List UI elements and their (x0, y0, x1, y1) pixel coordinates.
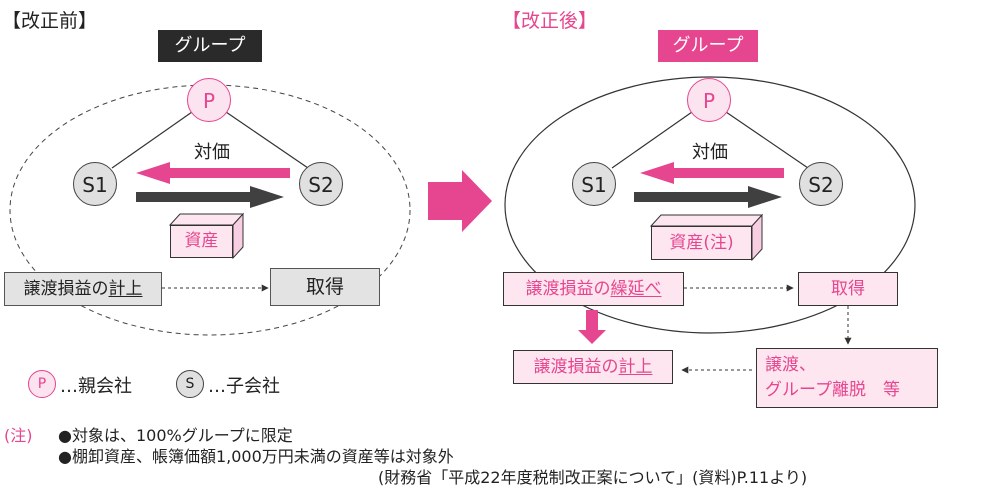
consideration-label-before: 対価 (194, 142, 230, 163)
acquisition-box-before: 取得 (270, 268, 380, 306)
asset-box-top-before (168, 213, 245, 226)
note-marker: (注) (4, 426, 33, 445)
acquisition-box-after: 取得 (798, 272, 898, 306)
s1-node-after: S1 (572, 162, 616, 206)
parent-node-after: P (687, 78, 731, 122)
trigger-line-2: グループ離脱 等 (765, 380, 900, 400)
note-item-1: ●対象は、100%グループに限定 (58, 426, 293, 445)
trigger-event-box: 譲渡、 グループ離脱 等 (756, 348, 938, 408)
asset-box-before: 資産 (170, 225, 233, 258)
deferral-prefix: 譲渡損益の (525, 279, 611, 299)
consideration-label-after: 対価 (692, 142, 728, 163)
link-p-s1-after (611, 111, 693, 169)
group-boundary-after (504, 76, 916, 334)
asset-box-side-before (232, 212, 244, 260)
s2-node-before: S2 (299, 162, 343, 206)
asset-arrow-before (136, 186, 284, 208)
before-header: 【改正前】 (2, 10, 98, 32)
asset-arrow-after (634, 186, 782, 208)
note-item-2: ●棚卸資産、帳簿価額1,000万円未満の資産等は対象外 (58, 447, 454, 466)
s1-node-before: S1 (73, 162, 117, 206)
transition-arrow (428, 170, 492, 232)
legend-s-symbol: S (176, 370, 204, 398)
s2-node-after: S2 (799, 162, 843, 206)
consideration-arrow-before (136, 162, 290, 184)
link-p-s1-before (111, 111, 193, 169)
group-label-before: グループ (158, 30, 262, 62)
asset-box-after: 資産(注) (651, 226, 752, 260)
gain-recognition-box-after: 譲渡損益の計上 (513, 350, 673, 384)
legend-s-text: …子会社 (208, 376, 280, 397)
link-p-s2-after (725, 111, 809, 169)
asset-box-side-after (751, 213, 763, 262)
legend-p-symbol: P (28, 370, 56, 398)
gain-deferral-box: 譲渡損益の繰延べ (503, 272, 684, 306)
gain-recognition-underlined: 計上 (108, 279, 143, 299)
parent-node-before: P (187, 78, 231, 122)
link-p-s2-before (225, 111, 309, 169)
recognition-prefix: 譲渡損益の (533, 357, 619, 377)
gain-prefix: 譲渡損益の (23, 279, 109, 299)
recognition-down-arrow (578, 310, 606, 344)
after-header: 【改正後】 (502, 10, 598, 32)
consideration-arrow-after (640, 162, 784, 184)
gain-recognition-box-before: 譲渡損益の計上 (4, 272, 162, 306)
asset-box-top-after (649, 214, 764, 227)
note-source: (財務省「平成22年度税制改正案について」(資料)P.11より) (378, 468, 808, 487)
legend-p-text: …親会社 (60, 376, 132, 397)
trigger-line-1: 譲渡、 (765, 355, 816, 375)
group-label-after: グループ (658, 30, 758, 62)
recognition-underlined: 計上 (618, 357, 653, 377)
deferral-underlined: 繰延べ (610, 279, 662, 299)
